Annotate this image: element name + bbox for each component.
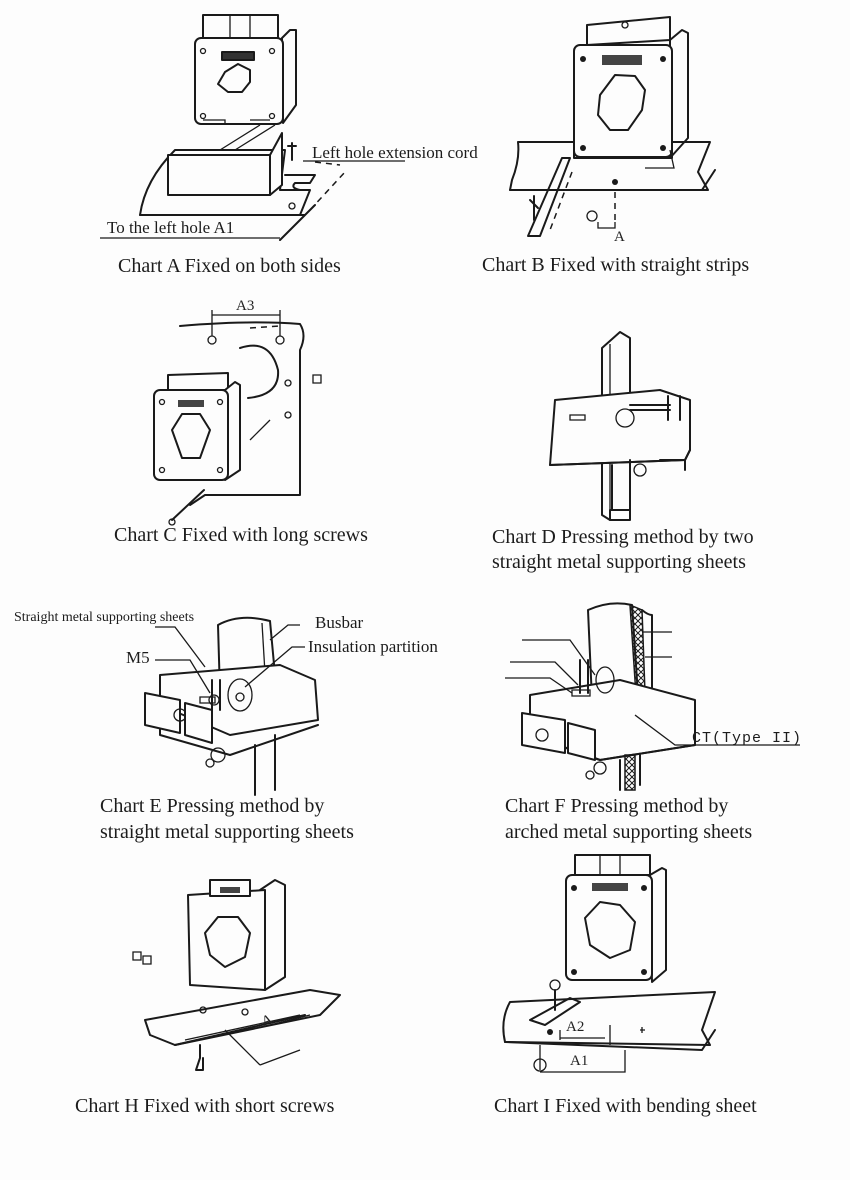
chart-i-panel: A2 A1 Chart I Fixed with bending sheet xyxy=(470,850,850,1130)
label-busbar: Busbar xyxy=(315,613,364,632)
ct-body-front xyxy=(566,875,652,980)
chart-h-drawing xyxy=(60,865,480,1130)
chart-d-caption-line1: Chart D Pressing method by two xyxy=(492,526,754,548)
chart-d-panel: Chart D Pressing method by two straight … xyxy=(470,320,850,580)
chart-d-caption-line2: straight metal supporting sheets xyxy=(492,551,746,573)
chart-c-caption: Chart C Fixed with long screws xyxy=(114,524,368,546)
label-m5: M5 xyxy=(126,648,150,667)
ct-body-front xyxy=(195,38,283,124)
long-screw xyxy=(172,490,204,520)
chart-b-drawing xyxy=(470,0,850,280)
mounting-panel xyxy=(180,322,304,505)
label-left-hole-extension-cord: Left hole extension cord xyxy=(312,143,478,162)
ct-body xyxy=(160,665,318,735)
leader-insulation xyxy=(245,647,305,687)
chart-f-caption-line1: Chart F Pressing method by xyxy=(505,795,729,817)
ct-window xyxy=(585,902,635,958)
ct-terminal-block xyxy=(168,373,228,390)
chart-f-panel: CT(Type II) Chart F Pressing method by a… xyxy=(470,585,850,855)
dimension-a2-label: A2 xyxy=(566,1019,585,1035)
chart-d-drawing xyxy=(470,320,850,580)
chart-e-panel: Straight metal supporting sheets Busbar … xyxy=(0,585,470,855)
leader-straight-sheets xyxy=(155,627,205,667)
label-to-left-hole-a1: To the left hole A1 xyxy=(107,218,235,237)
panel-cutout xyxy=(240,346,278,398)
ct-window xyxy=(205,917,250,967)
chart-h-caption: Chart H Fixed with short screws xyxy=(75,1095,335,1117)
chart-f-caption-line2: arched metal supporting sheets xyxy=(505,821,753,843)
chart-b-caption: Chart B Fixed with straight strips xyxy=(482,254,750,276)
chart-h-panel: A Chart H Fixed with short screws xyxy=(60,865,480,1130)
leader-busbar xyxy=(270,625,300,640)
ct-terminal-block xyxy=(575,855,650,875)
chart-f-drawing xyxy=(470,585,850,855)
ct-terminal-left xyxy=(522,713,565,753)
ct-terminal-left xyxy=(145,693,180,733)
leader-m5 xyxy=(155,660,210,693)
ct-body-side xyxy=(282,30,296,123)
straight-strip xyxy=(528,158,570,236)
chart-i-drawing xyxy=(470,850,850,1130)
mounting-plate xyxy=(145,990,340,1045)
dimension-a3-label: A3 xyxy=(236,298,255,314)
dimension-a-label: A xyxy=(614,229,625,245)
chart-e-drawing xyxy=(0,585,470,855)
chart-a-caption: Chart A Fixed on both sides xyxy=(118,255,341,277)
ct-window xyxy=(172,414,210,458)
ct-window xyxy=(598,75,645,130)
mounting-bracket xyxy=(168,155,270,195)
ct-window xyxy=(218,64,250,92)
chart-a-drawing xyxy=(100,0,520,280)
label-ct-type-ii: CT(Type II) xyxy=(692,730,803,747)
mounting-plate xyxy=(510,142,710,190)
label-straight-metal-supporting-sheets: Straight metal supporting sheets xyxy=(14,610,195,625)
dimension-a1-label: A1 xyxy=(570,1053,589,1069)
chart-c-drawing xyxy=(100,290,460,570)
chart-a-panel: Left hole extension cord To the left hol… xyxy=(100,0,520,280)
ct-terminal-block xyxy=(587,17,670,45)
chart-e-caption-line1: Chart E Pressing method by xyxy=(100,795,325,817)
supporting-sheet-1 xyxy=(630,405,670,410)
chart-e-caption-line2: straight metal supporting sheets xyxy=(100,821,354,843)
ct-terminal-block xyxy=(203,15,278,40)
label-insulation-partition: Insulation partition xyxy=(308,637,438,656)
ct-body-front xyxy=(154,390,228,480)
chart-c-panel: A3 Chart C Fixed with long screws xyxy=(100,290,460,570)
chart-i-caption: Chart I Fixed with bending sheet xyxy=(494,1095,757,1117)
chart-b-panel: A Chart B Fixed with straight strips xyxy=(470,0,850,280)
ct-body-front xyxy=(188,890,265,990)
mounting-plate xyxy=(503,992,715,1045)
short-screw xyxy=(196,1045,203,1070)
bending-sheet xyxy=(530,998,580,1025)
